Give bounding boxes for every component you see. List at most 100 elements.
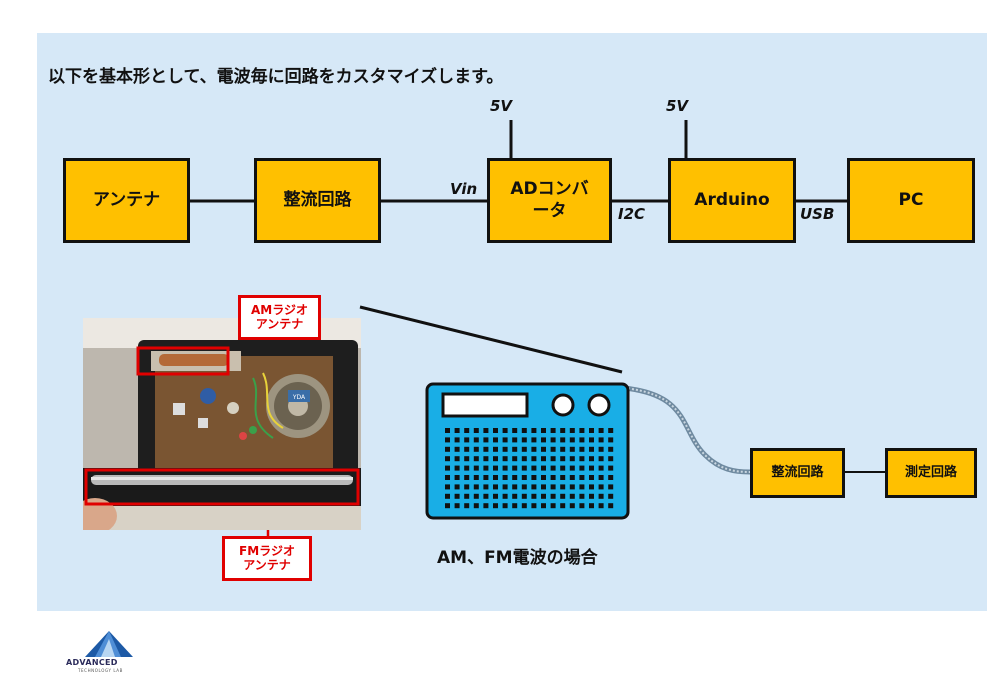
- grille-hole: [531, 456, 537, 462]
- grille-hole: [550, 428, 556, 433]
- arduino-5v-label: 5V: [666, 97, 689, 115]
- grille-hole: [531, 493, 537, 499]
- grille-hole: [569, 493, 575, 499]
- grille-hole: [598, 456, 604, 462]
- grille-hole: [589, 484, 594, 490]
- grille-hole: [521, 428, 527, 433]
- grille-hole: [550, 446, 556, 452]
- grille-hole: [550, 475, 556, 480]
- grille-hole: [589, 437, 594, 443]
- grille-hole: [454, 465, 460, 471]
- am-fm-caption: AM、FM電波の場合: [437, 548, 598, 568]
- radio-icon: [425, 382, 630, 520]
- grille-hole: [608, 475, 614, 480]
- grille-hole: [550, 503, 556, 509]
- grille-hole: [589, 428, 594, 433]
- grille-hole: [608, 428, 614, 433]
- grille-hole: [512, 503, 518, 509]
- logo-name: ADVANCED: [66, 658, 118, 667]
- grille-hole: [454, 484, 460, 490]
- grille-hole: [550, 484, 556, 490]
- grille-hole: [579, 437, 585, 443]
- grille-hole: [598, 428, 604, 433]
- logo-subtitle: TECHNOLOGY LAB: [78, 668, 123, 673]
- grille-hole: [598, 465, 604, 471]
- arduino-block: Arduino: [668, 158, 796, 243]
- grille-hole: [541, 503, 546, 509]
- grille-hole: [493, 456, 498, 462]
- grille-hole: [531, 437, 537, 443]
- grille-hole: [608, 437, 614, 443]
- grille-hole: [569, 503, 575, 509]
- grille-hole: [464, 493, 470, 499]
- grille-hole: [608, 456, 614, 462]
- grille-hole: [493, 475, 498, 480]
- grille-hole: [521, 493, 527, 499]
- pointer-line: [359, 305, 623, 374]
- grille-hole: [493, 437, 498, 443]
- grille-hole: [445, 428, 450, 433]
- antenna-cable: [623, 385, 751, 475]
- grille-hole: [502, 484, 508, 490]
- grille-hole: [598, 475, 604, 480]
- grille-hole: [541, 475, 546, 480]
- grille-hole: [560, 456, 566, 462]
- grille-hole: [502, 428, 508, 433]
- grille-hole: [473, 503, 479, 509]
- grille-hole: [512, 446, 518, 452]
- radio-knob-right: [587, 393, 611, 417]
- grille-hole: [454, 493, 460, 499]
- grille-hole: [454, 475, 460, 480]
- grille-hole: [502, 465, 508, 471]
- antenna-block: アンテナ: [63, 158, 190, 243]
- grille-hole: [493, 465, 498, 471]
- grille-hole: [502, 446, 508, 452]
- grille-hole: [541, 465, 546, 471]
- grille-hole: [502, 475, 508, 480]
- measure-circuit-block: 測定回路: [885, 448, 977, 498]
- grille-hole: [502, 456, 508, 462]
- grille-hole: [579, 428, 585, 433]
- grille-hole: [445, 484, 450, 490]
- grille-hole: [473, 428, 479, 433]
- grille-hole: [560, 484, 566, 490]
- grille-hole: [560, 465, 566, 471]
- grille-hole: [569, 484, 575, 490]
- grille-hole: [483, 446, 489, 452]
- grille-hole: [598, 503, 604, 509]
- grille-hole: [454, 446, 460, 452]
- grille-hole: [550, 437, 556, 443]
- grille-hole: [473, 465, 479, 471]
- grille-hole: [579, 493, 585, 499]
- grille-hole: [569, 437, 575, 443]
- grille-hole: [608, 484, 614, 490]
- grille-hole: [560, 493, 566, 499]
- am-antenna-callout: AMラジオアンテナ: [238, 295, 321, 340]
- grille-hole: [579, 446, 585, 452]
- grille-hole: [454, 456, 460, 462]
- i2c-label: I2C: [618, 205, 646, 223]
- grille-hole: [464, 437, 470, 443]
- speaker-grille: [445, 428, 614, 509]
- grille-hole: [493, 493, 498, 499]
- grille-hole: [589, 503, 594, 509]
- grille-hole: [445, 446, 450, 452]
- grille-hole: [464, 484, 470, 490]
- grille-hole: [473, 475, 479, 480]
- grille-hole: [531, 428, 537, 433]
- grille-hole: [589, 493, 594, 499]
- grille-hole: [579, 475, 585, 480]
- grille-hole: [454, 437, 460, 443]
- grille-hole: [483, 456, 489, 462]
- grille-hole: [598, 493, 604, 499]
- grille-hole: [579, 456, 585, 462]
- grille-hole: [531, 503, 537, 509]
- grille-hole: [598, 446, 604, 452]
- grille-hole: [541, 456, 546, 462]
- grille-hole: [493, 484, 498, 490]
- vin-label: Vin: [450, 180, 478, 198]
- grille-hole: [464, 465, 470, 471]
- grille-hole: [464, 475, 470, 480]
- grille-hole: [521, 484, 527, 490]
- grille-hole: [569, 446, 575, 452]
